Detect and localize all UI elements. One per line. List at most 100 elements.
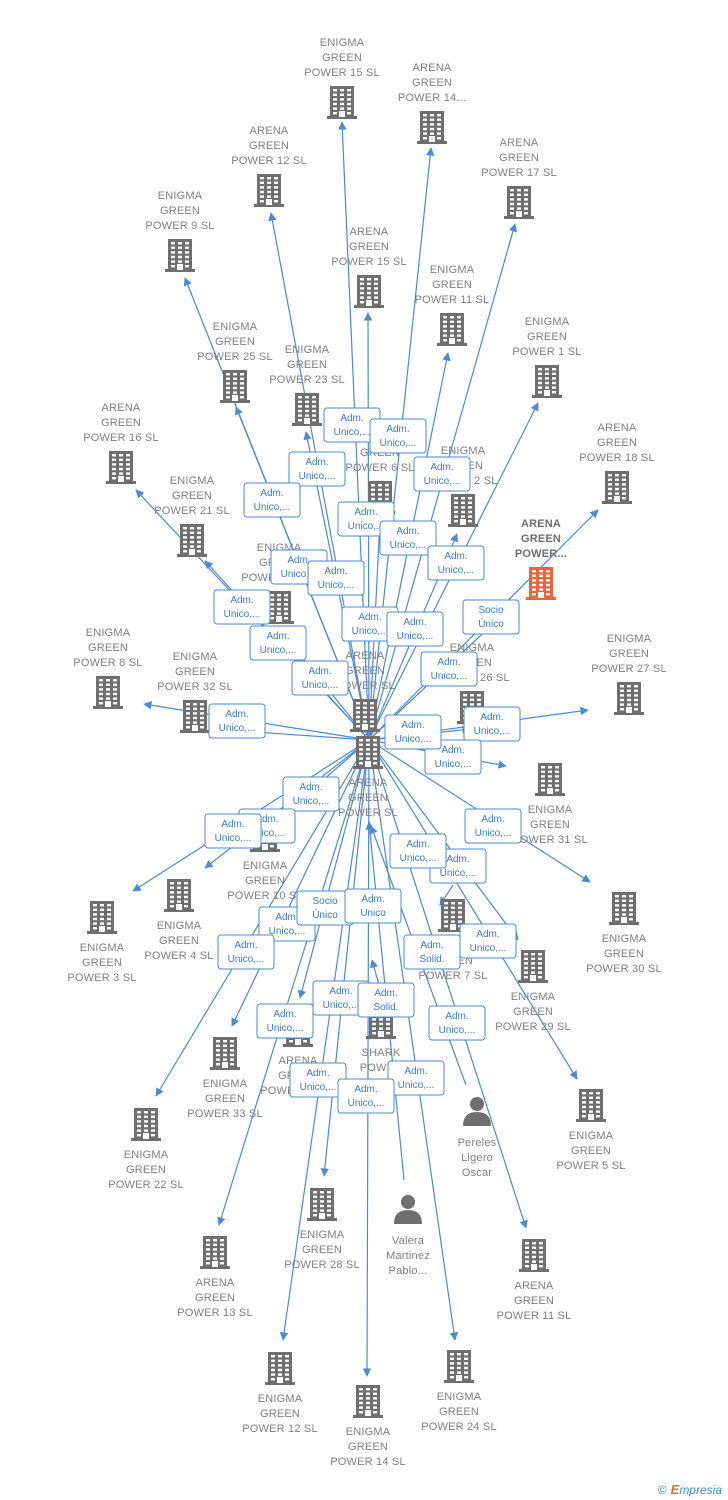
edge-label-n25[interactable]: Adm.Unico,... bbox=[204, 813, 262, 849]
node-label: ENIGMA bbox=[243, 860, 288, 872]
edge-label-text: Adm. bbox=[358, 612, 381, 623]
edge-label-text: Adm. bbox=[354, 1084, 377, 1095]
edge-label-n4[interactable]: Adm.Unico,... bbox=[243, 482, 301, 518]
node-label: POWER 7 SL bbox=[418, 970, 487, 982]
edge-label-text: Adm. bbox=[446, 854, 469, 865]
node-label: POWER 18 SL bbox=[579, 452, 655, 464]
edge-label-n1[interactable]: Adm.Unico,... bbox=[369, 418, 427, 454]
node-label: GREEN bbox=[101, 417, 141, 429]
copyright-credit[interactable]: ©Empresia bbox=[658, 1482, 722, 1497]
edge-label-n27[interactable]: Adm.Solid. bbox=[403, 934, 461, 970]
edge-label-n12[interactable]: Adm.Unico,... bbox=[341, 606, 399, 642]
edge-label-n14[interactable]: Adm.Unico,... bbox=[249, 625, 307, 661]
person-icon bbox=[394, 1195, 422, 1224]
edge-label-n13[interactable]: Adm.Unico,... bbox=[386, 611, 444, 647]
node-n15[interactable]: ARENAGREENPOWER... bbox=[515, 518, 567, 600]
node-label: ENIGMA bbox=[300, 1229, 345, 1241]
edge-label-n21[interactable]: Adm.Unico,... bbox=[384, 714, 442, 750]
node-label: ENIGMA bbox=[258, 1393, 303, 1405]
node-label: POWER 11 SL bbox=[415, 294, 490, 306]
edge-label-text: Adm. bbox=[401, 720, 424, 731]
node-label: ENIGMA bbox=[569, 1130, 614, 1142]
edge-label-text: Adm. bbox=[273, 1009, 296, 1020]
edge-label-n23[interactable]: Adm.Unico,... bbox=[282, 776, 340, 812]
edge-label-n19[interactable]: Adm.Unico,... bbox=[291, 660, 349, 696]
edge-label-box bbox=[413, 456, 471, 492]
edge-label-box bbox=[384, 714, 442, 750]
node-label: ENIGMA bbox=[285, 344, 330, 356]
edge-label-n34[interactable]: Adm.Unico,... bbox=[217, 934, 275, 970]
edge-label-n18[interactable]: Adm.Unico,... bbox=[463, 706, 521, 742]
node-label: Pablo... bbox=[389, 1265, 428, 1277]
edge-label-text: Unico,... bbox=[348, 521, 385, 532]
edge-label-n36[interactable]: Adm.Unico bbox=[344, 888, 402, 924]
node-label: POWER 32 SL bbox=[157, 681, 233, 693]
edge-label-n35[interactable]: Adm.Unico,... bbox=[256, 1003, 314, 1039]
edge-label-n2[interactable]: Adm.Unico,... bbox=[288, 451, 346, 487]
edge-label-n41[interactable]: Adm.Unico,... bbox=[337, 1078, 395, 1114]
edge-label-n17[interactable]: Adm.Unico,... bbox=[208, 703, 266, 739]
edge-label-n9[interactable]: Adm.Unico,... bbox=[427, 545, 485, 581]
edge-label-n10[interactable]: Adm.Unico,... bbox=[213, 589, 271, 625]
edge-label-n16[interactable]: Adm.Unico,... bbox=[307, 560, 365, 596]
edge-label-box bbox=[208, 703, 266, 739]
edge-label-n3[interactable]: Adm.Unico,... bbox=[413, 456, 471, 492]
edge-label-n6[interactable]: Adm.Unico,... bbox=[379, 520, 437, 556]
edge-label-n20[interactable]: Adm.Unico,... bbox=[420, 651, 478, 687]
edge-label-box bbox=[256, 1003, 314, 1039]
edge-label-n37[interactable]: Adm.Unico,... bbox=[389, 833, 447, 869]
edge-label-n33[interactable]: Adm.Unico,... bbox=[459, 923, 517, 959]
node-n36[interactable]: ValeraMartinezPablo... bbox=[386, 1195, 430, 1277]
edge-label-text: Único bbox=[312, 908, 338, 921]
edge-label-n38[interactable]: Adm.Unico,... bbox=[428, 1005, 486, 1041]
edge-label-n31[interactable]: Adm.Solid. bbox=[357, 982, 415, 1018]
node-label: POWER... bbox=[515, 548, 567, 560]
building-icon bbox=[177, 524, 207, 557]
edge-label-n40[interactable]: Adm.Unico,... bbox=[387, 1060, 445, 1096]
building-icon bbox=[106, 451, 136, 484]
node-label: GREEN bbox=[604, 948, 644, 960]
building-icon bbox=[87, 901, 117, 934]
edge-label-box bbox=[337, 1078, 395, 1114]
building-icon bbox=[353, 736, 383, 769]
edge-label-n30[interactable]: Adm.Unico,... bbox=[312, 980, 370, 1016]
node-label: ARENA bbox=[250, 125, 289, 137]
edge-label-n26[interactable]: Adm.Unico,... bbox=[464, 808, 522, 844]
edge-label-text: Unico,... bbox=[302, 680, 339, 691]
